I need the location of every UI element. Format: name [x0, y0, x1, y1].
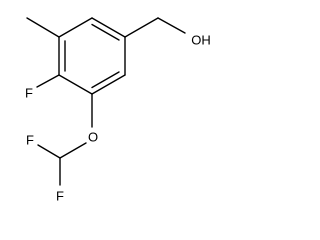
methyl-bond [26, 17, 60, 38]
ring-f-bond [36, 74, 60, 88]
o-cf2h-bond [59, 142, 87, 159]
ring-double-bond-c1-c2 [91, 23, 120, 41]
ring-fluorine-label: F [25, 86, 33, 101]
ch2-bond [124, 17, 159, 38]
ring-bond-c1-c2 [91, 17, 126, 38]
hydroxyl-label: OH [191, 33, 211, 48]
molecular-structure: OH F O F F [25, 17, 211, 204]
cf2h-f-left-bond [37, 144, 61, 159]
ether-oxygen-label: O [88, 130, 98, 145]
ring-bond-c4-c5 [58, 74, 93, 95]
difluoromethyl-fluorine-left-label: F [26, 133, 34, 148]
ch2-oh-bond [157, 17, 186, 34]
ring-double-bond-c5-c6 [91, 71, 120, 89]
ring-bond-c2-c3 [58, 17, 93, 38]
difluoromethyl-fluorine-bottom-label: F [56, 189, 64, 204]
ring-bond-c5-c6 [91, 74, 126, 95]
